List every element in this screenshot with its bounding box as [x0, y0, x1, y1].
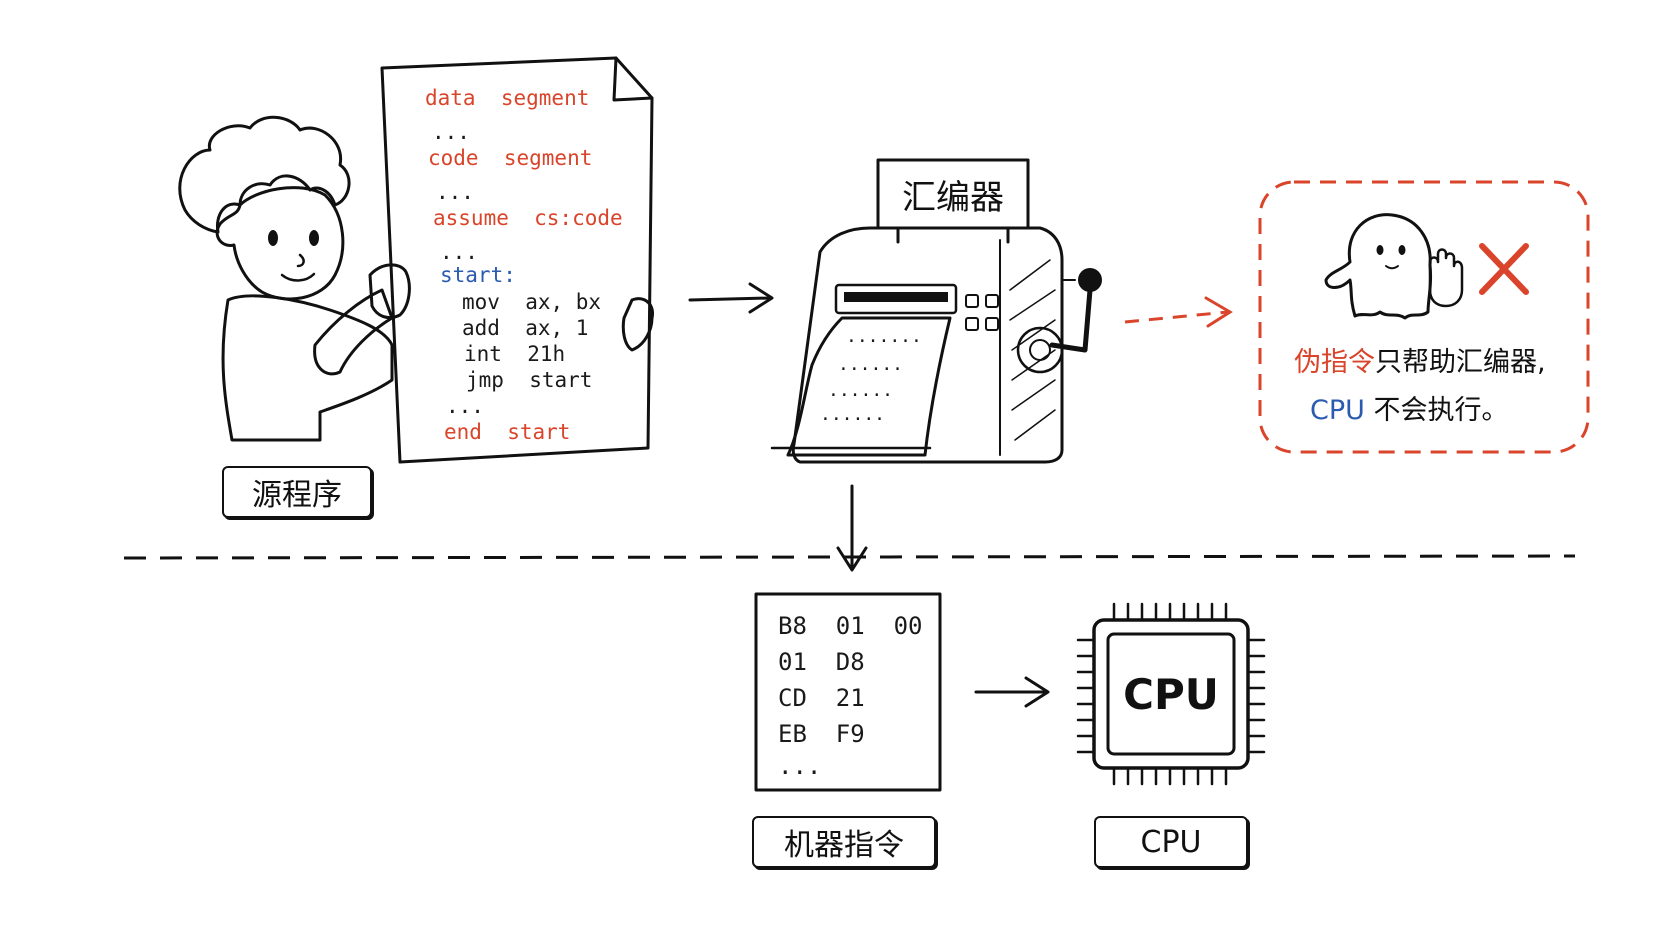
arrow-to-note — [1124, 296, 1233, 328]
note-line-2: CPU 不会执行。 — [1310, 388, 1509, 427]
note-line-2-rest: 不会执行。 — [1364, 395, 1509, 426]
code-line: jmp start — [466, 368, 593, 392]
machine-instructions-label: 机器指令 — [752, 816, 936, 868]
code-line: data segment — [425, 86, 590, 110]
machine-code-line: ... — [778, 752, 822, 780]
ghost-icon — [1324, 213, 1433, 320]
source-paper — [380, 56, 654, 464]
code-line: end start — [444, 420, 571, 444]
note-cpu-text: CPU — [1310, 395, 1365, 426]
section-divider — [123, 554, 1576, 560]
note-line-1-rest: 只帮助汇编器, — [1375, 347, 1546, 378]
machine-code-line: B8 01 00 — [778, 612, 923, 640]
cpu-label: CPU — [1094, 816, 1248, 868]
machine-code-line: CD 21 — [778, 684, 865, 712]
cpu-chip-icon — [1076, 602, 1266, 786]
assembler-machine-icon — [770, 158, 1102, 464]
printout-line: ...... — [838, 354, 904, 375]
machine-code-line: EB F9 — [778, 720, 865, 748]
arrow-to-assembler — [688, 282, 774, 314]
code-line: ... — [436, 180, 474, 204]
code-line: int 21h — [464, 342, 566, 366]
code-line: ... — [432, 120, 470, 144]
pseudo-instruction-note-frame — [1258, 180, 1590, 454]
code-line: add ax, 1 — [462, 316, 589, 340]
code-line: mov ax, bx — [462, 290, 602, 314]
code-line: ... — [446, 394, 484, 418]
code-line: start: — [440, 263, 516, 287]
arrow-to-machine-code — [836, 484, 868, 572]
arrow-to-cpu — [974, 676, 1050, 708]
boy-holding-paper-icon — [178, 115, 655, 442]
assembler-label: 汇编器 — [902, 177, 1004, 218]
code-line: ... — [440, 240, 478, 264]
note-line-1: 伪指令只帮助汇编器, — [1294, 340, 1546, 379]
printout-line: ...... — [828, 380, 894, 401]
printout-line: ....... — [846, 326, 922, 347]
code-line: code segment — [428, 146, 593, 170]
printout-line: ...... — [820, 404, 886, 425]
machine-code-box — [754, 592, 942, 792]
red-cross-icon — [1479, 243, 1529, 295]
code-line: assume cs:code — [433, 206, 623, 230]
machine-code-line: 01 D8 — [778, 648, 865, 676]
source-program-label: 源程序 — [222, 466, 372, 518]
pseudo-instruction-text: 伪指令 — [1294, 347, 1375, 378]
cpu-chip-label: CPU — [1123, 669, 1219, 719]
stop-hand-icon — [1428, 248, 1464, 308]
